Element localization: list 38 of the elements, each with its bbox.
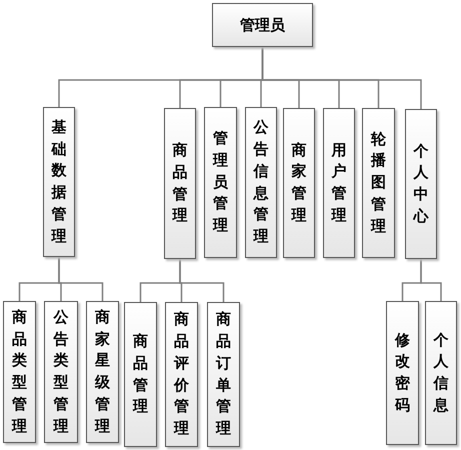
- node-label: 商品管理: [133, 331, 148, 418]
- node-label: 商品类型管理: [12, 306, 27, 436]
- node-label: 基础数据管理: [52, 116, 66, 246]
- module-box: [362, 108, 395, 258]
- node-label: 商家管理: [292, 140, 306, 226]
- module-box: [164, 108, 196, 259]
- module-box: [207, 302, 240, 447]
- module-box: [405, 109, 437, 259]
- node-label: 公告信息管理: [254, 117, 268, 247]
- connector-line: [420, 259, 442, 301]
- module-box: [245, 107, 277, 258]
- module-box: [386, 301, 419, 445]
- node-label: 轮播图管理: [371, 128, 386, 237]
- module-box: [204, 107, 237, 258]
- root-box: [212, 3, 313, 47]
- node-label: 个人中心: [414, 140, 428, 227]
- module-box: [3, 301, 36, 443]
- connector-line: [262, 47, 422, 109]
- module-box: [86, 301, 119, 443]
- module-box: [44, 301, 78, 443]
- module-box: [283, 108, 315, 258]
- node-label: 修改密码: [395, 330, 410, 416]
- module-box: [425, 301, 457, 445]
- node-label: 管理员: [240, 16, 285, 34]
- module-box: [124, 302, 157, 447]
- connector-line: [179, 259, 224, 302]
- node-label: 商品订单管理: [216, 309, 231, 439]
- module-box: [165, 302, 198, 447]
- node-label: 商家星级管理: [95, 306, 110, 436]
- node-label: 商品管理: [172, 140, 188, 226]
- module-box: [323, 108, 355, 258]
- node-label: 用户管理: [332, 140, 346, 226]
- node-label: 商品评价管理: [174, 309, 189, 439]
- node-label: 公告类型管理: [54, 306, 68, 436]
- connector-line: [58, 257, 104, 301]
- node-label: 管理员管理: [213, 128, 228, 236]
- module-box: [43, 107, 75, 257]
- node-label: 个人信息: [434, 330, 448, 416]
